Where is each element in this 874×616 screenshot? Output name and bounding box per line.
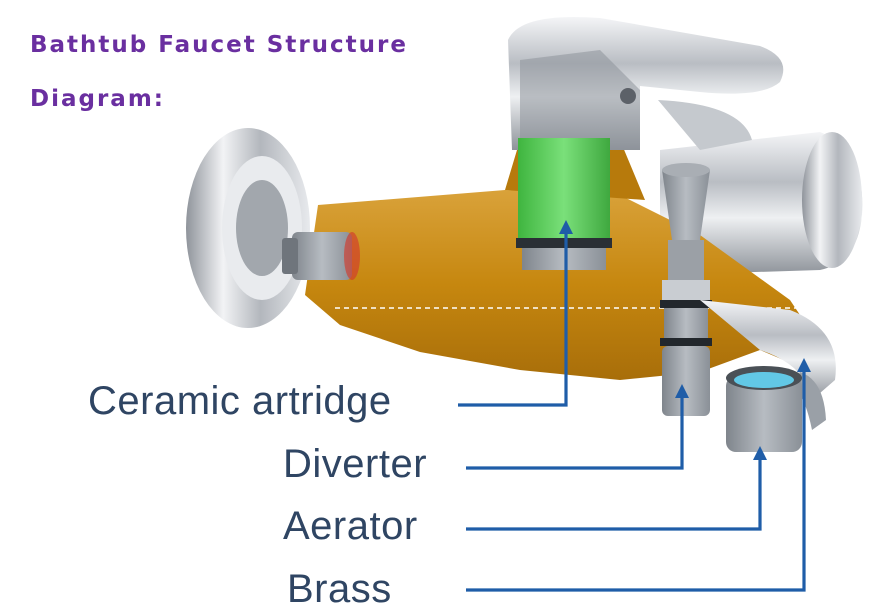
leader-line-brass [466, 370, 806, 592]
leader-lines [458, 232, 806, 592]
leader-line-ceramic [458, 232, 568, 407]
arrowhead-diverter [675, 384, 689, 398]
diagram-title-line-2: Diagram: [30, 86, 165, 112]
label-aerator: Aerator [283, 504, 418, 548]
arrowhead-aerator [753, 446, 767, 460]
label-diverter: Diverter [283, 442, 428, 486]
wall-flange-right [660, 132, 863, 275]
aerator [726, 366, 802, 452]
leader-line-diverter [466, 396, 684, 470]
ceramic-cartridge [516, 138, 612, 270]
handle-lever [508, 16, 784, 150]
leader-line-aerator [466, 458, 762, 531]
label-ceramic-cartridge: Ceramic artridge [88, 379, 392, 423]
diagram-title-line-1: Bathtub Faucet Structure [30, 32, 408, 58]
inlet-connector [282, 232, 360, 280]
leader-arrowheads [559, 220, 811, 460]
arrowhead-brass [797, 358, 811, 372]
label-brass: Brass [287, 567, 392, 611]
diverter [660, 163, 712, 416]
arrowhead-ceramic [559, 220, 573, 234]
wall-flange-left [186, 128, 310, 328]
